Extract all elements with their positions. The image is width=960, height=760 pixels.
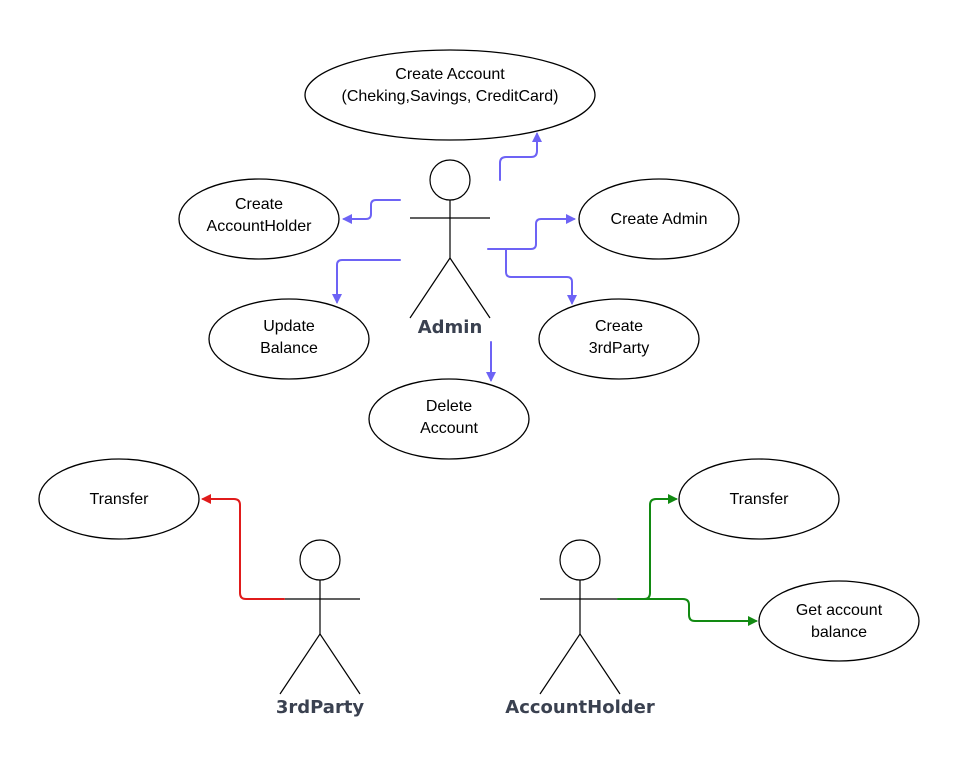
actor-label: AccountHolder xyxy=(505,697,655,718)
usecase-create-accountholder[interactable]: Create AccountHolder xyxy=(178,178,340,260)
usecase-shape xyxy=(368,378,530,460)
usecase-label: Create Account xyxy=(395,66,505,83)
edge-admin-create-account xyxy=(499,132,542,181)
actor-label: Admin xyxy=(418,317,483,338)
usecase-shape xyxy=(758,580,920,662)
actor-admin[interactable]: Admin xyxy=(409,159,491,338)
usecase-transfer-accountholder[interactable]: Transfer xyxy=(678,458,840,540)
usecase-label: AccountHolder xyxy=(207,218,313,235)
actor-leg-left xyxy=(279,633,321,695)
usecase-create-3rdparty[interactable]: Create 3rdParty xyxy=(538,298,700,380)
usecase-label: Update xyxy=(263,318,315,335)
actor-label: 3rdParty xyxy=(276,697,365,718)
edge-3rdparty-transfer xyxy=(201,494,285,600)
actor-3rdparty[interactable]: 3rdParty xyxy=(276,539,365,718)
usecase-label: Create Admin xyxy=(611,211,708,228)
edge-admin-create-admin xyxy=(487,214,576,250)
usecase-shape xyxy=(178,178,340,260)
usecase-get-account-balance[interactable]: Get account balance xyxy=(758,580,920,662)
actor-leg-left xyxy=(539,633,581,695)
actor-head xyxy=(299,539,341,581)
usecase-delete-account[interactable]: Delete Account xyxy=(368,378,530,460)
edge-admin-create-3rdparty xyxy=(505,249,577,305)
usecase-label: Get account xyxy=(796,602,883,619)
usecase-label: balance xyxy=(811,624,867,641)
usecase-transfer-3rdparty[interactable]: Transfer xyxy=(38,458,200,540)
usecase-label: Balance xyxy=(260,340,318,357)
actor-leg-right xyxy=(449,257,491,319)
actor-leg-left xyxy=(409,257,451,319)
edge-admin-create-accountholder xyxy=(342,199,401,224)
usecase-create-admin[interactable]: Create Admin xyxy=(578,178,740,260)
actor-leg-right xyxy=(579,633,621,695)
usecase-shape xyxy=(538,298,700,380)
usecase-shape xyxy=(208,298,370,380)
usecase-shape xyxy=(304,49,596,141)
edge-admin-update-balance xyxy=(332,259,401,304)
usecase-shape xyxy=(578,178,740,260)
edge-accountholder-transfer xyxy=(617,494,678,600)
usecase-update-balance[interactable]: Update Balance xyxy=(208,298,370,380)
actor-leg-right xyxy=(319,633,361,695)
usecase-shape xyxy=(38,458,200,540)
actor-head xyxy=(559,539,601,581)
actor-accountholder[interactable]: AccountHolder xyxy=(505,539,655,718)
actor-head xyxy=(429,159,471,201)
usecase-label: Transfer xyxy=(90,491,150,508)
usecase-label: (Cheking,Savings, CreditCard) xyxy=(342,88,559,105)
usecase-create-account[interactable]: Create Account (Cheking,Savings, CreditC… xyxy=(304,49,596,141)
usecase-label: Account xyxy=(420,420,478,437)
usecase-shape xyxy=(678,458,840,540)
usecase-label: Create xyxy=(595,318,643,335)
usecase-label: Create xyxy=(235,196,283,213)
usecase-label: 3rdParty xyxy=(589,340,649,357)
usecase-label: Delete xyxy=(426,398,472,415)
usecase-label: Transfer xyxy=(730,491,790,508)
edge-accountholder-get-balance xyxy=(617,598,758,626)
